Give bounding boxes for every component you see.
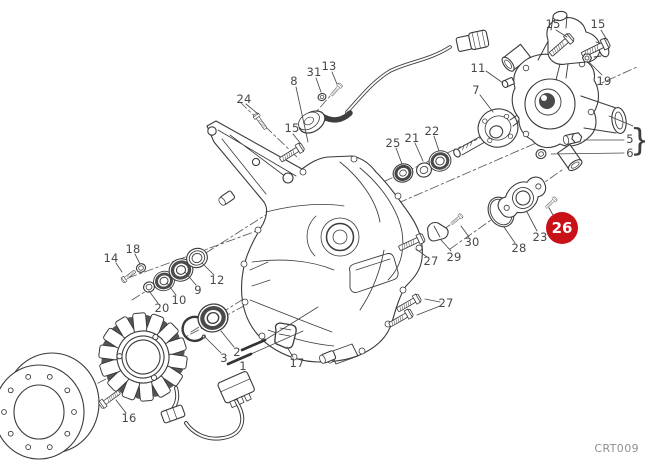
- plug-5: [562, 132, 583, 146]
- flywheel-rotor: [0, 352, 100, 460]
- part-callout-11-8: 11: [470, 61, 486, 75]
- part-callout-15-4: 15: [284, 121, 300, 135]
- dowel-pin: [319, 350, 337, 364]
- nut-19: [581, 53, 593, 63]
- part-callout-24-0: 24: [236, 92, 252, 106]
- screw-26: [544, 196, 558, 210]
- part-callout-16-31: 16: [121, 411, 137, 425]
- gasket-17: [274, 322, 297, 349]
- washer-31: [317, 92, 327, 102]
- part-callout-30-17: 30: [464, 235, 480, 249]
- part-callout-13-3: 13: [321, 59, 337, 73]
- part-callout-27-20: 27: [438, 296, 454, 310]
- part-callout-2-28: 2: [233, 345, 241, 359]
- part-callout-28-16: 28: [511, 241, 527, 255]
- highlighted-part-badge[interactable]: 26: [546, 212, 578, 244]
- leader-lines: [115, 29, 634, 414]
- washer-18: [135, 263, 147, 273]
- part-callout-22-12: 22: [424, 124, 440, 138]
- bolt-15-left: [277, 141, 306, 165]
- part-callout-29-18: 29: [446, 250, 462, 264]
- generator-cover: [206, 120, 423, 365]
- part-callout-9-22: 9: [194, 283, 202, 297]
- part-callout-1-29: 1: [239, 359, 247, 373]
- seal-25: [392, 163, 414, 183]
- part-callout-8-1: 8: [290, 74, 298, 88]
- spade-connector: [160, 404, 186, 424]
- bolt-11: [501, 77, 515, 89]
- part-callout-31-2: 31: [306, 65, 322, 79]
- bolt-24: [252, 111, 269, 131]
- figure-code: CRT009: [594, 442, 639, 455]
- sensor-8-cable: [298, 29, 490, 134]
- screw-30: [449, 212, 464, 227]
- part-callout-10-23: 10: [171, 293, 187, 307]
- part-callout-7-9: 7: [472, 83, 480, 97]
- flange-23: [497, 176, 547, 218]
- part-callout-17-30: 17: [289, 356, 305, 370]
- part-callout-19-7: 19: [596, 74, 612, 88]
- bearing-2: [194, 300, 232, 336]
- cable-connector: [455, 29, 490, 52]
- clip-29: [427, 222, 449, 242]
- dowel-pin: [218, 190, 236, 206]
- part-callout-21-11: 21: [404, 131, 420, 145]
- bolt-16: [97, 388, 123, 410]
- part-callout-14-26: 14: [103, 251, 119, 265]
- part-callout-6-14: 6: [626, 146, 634, 160]
- impeller-shaft-7: [453, 108, 522, 158]
- washer-6: [535, 148, 547, 160]
- part-callout-3-27: 3: [220, 351, 228, 365]
- stator-wiring: [160, 371, 255, 441]
- part-callout-23-15: 23: [532, 230, 548, 244]
- group-brackets: [226, 338, 267, 366]
- part-callout-15-6: 15: [590, 17, 606, 31]
- stator: [97, 312, 189, 402]
- group-brace-5-6: }: [630, 123, 645, 159]
- part-callout-18-25: 18: [125, 242, 141, 256]
- screw-13: [329, 82, 344, 98]
- part-callout-12-21: 12: [209, 273, 225, 287]
- multipin-connector: [217, 371, 255, 408]
- part-callout-27-19: 27: [423, 254, 439, 268]
- washer-21: [416, 162, 432, 178]
- part-callout-5-13: 5: [626, 132, 634, 146]
- part-callout-25-10: 25: [385, 136, 401, 150]
- part-callout-20-24: 20: [154, 301, 170, 315]
- part-callout-15-5: 15: [545, 17, 561, 31]
